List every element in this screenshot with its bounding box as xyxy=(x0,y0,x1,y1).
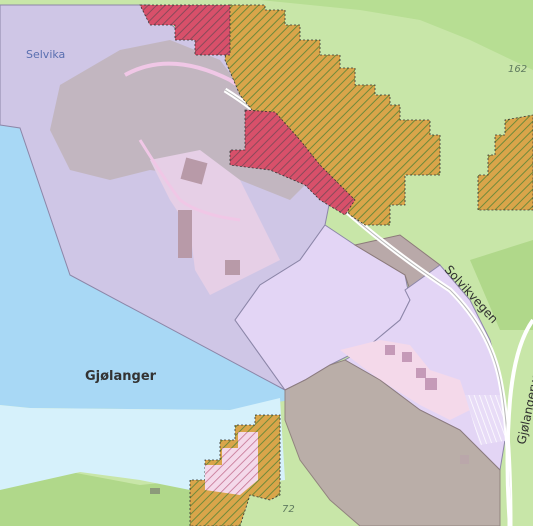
building xyxy=(402,352,412,362)
label-elevation-72: 72 xyxy=(282,504,295,515)
hatch-shore-left xyxy=(150,488,160,494)
building xyxy=(178,210,192,258)
label-gjolanger: Gjølanger xyxy=(85,369,157,384)
building xyxy=(225,260,240,275)
building xyxy=(425,378,437,390)
label-selvika: Selvika xyxy=(26,48,65,61)
building xyxy=(416,368,426,378)
building xyxy=(385,345,395,355)
label-elevation-162: 162 xyxy=(508,64,527,75)
